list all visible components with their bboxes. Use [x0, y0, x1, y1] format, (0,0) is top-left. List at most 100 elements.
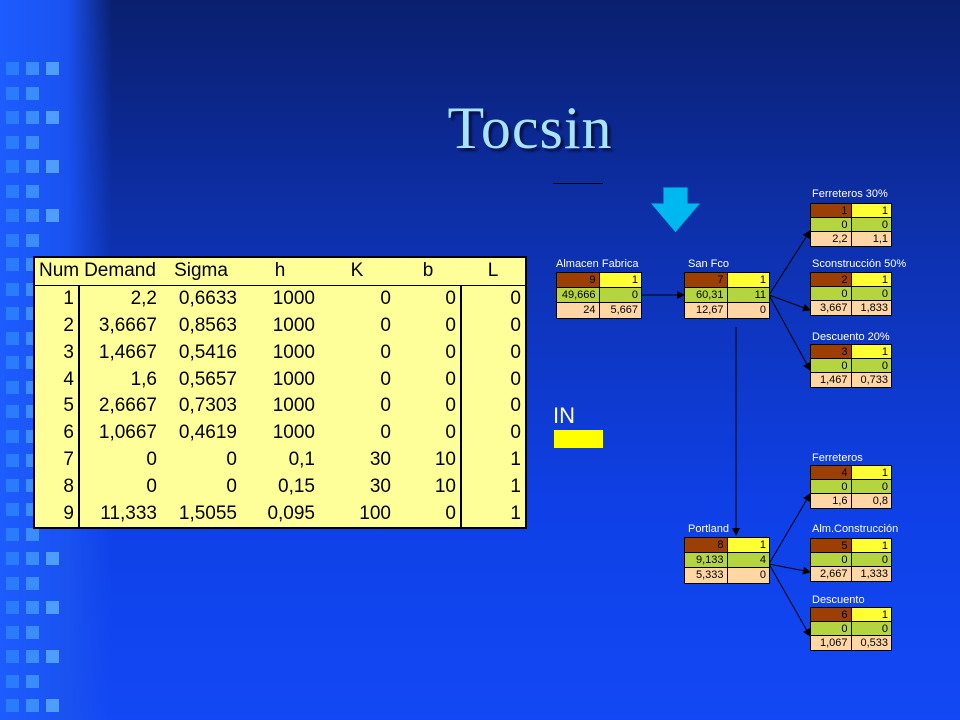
table-cell: 0	[460, 419, 525, 447]
table-cell: 0	[380, 288, 391, 310]
table-cell: 0	[380, 395, 391, 417]
decor-square	[6, 62, 19, 75]
header-h: h	[241, 258, 319, 286]
table-cell: 2	[35, 312, 80, 340]
node-cell: 4	[726, 553, 769, 567]
table-cell: 0	[380, 368, 391, 390]
table-cell: 1000	[272, 395, 315, 417]
node-cell: 1	[726, 538, 769, 552]
decor-square	[26, 160, 39, 173]
node-cell: 1	[811, 204, 851, 217]
node-cell: 5	[811, 539, 851, 552]
table-cell: 1	[460, 500, 525, 527]
table-cell: 1000	[272, 288, 315, 310]
node-cell: 0	[811, 622, 851, 635]
table-cell: 2,2	[130, 288, 157, 310]
table-cell: 0	[380, 422, 391, 444]
node-cell: 8	[685, 538, 727, 552]
decor-square	[6, 258, 19, 271]
table-cell: 0	[445, 341, 456, 363]
decor-square	[6, 429, 19, 443]
decor-square	[6, 552, 19, 565]
decor-square	[26, 209, 39, 222]
decor-square	[6, 307, 19, 320]
node-cell: 1	[850, 608, 891, 621]
decor-square	[26, 62, 39, 75]
table-cell: 3,6667	[98, 315, 157, 337]
decor-square	[6, 454, 19, 467]
decor-square	[6, 576, 19, 590]
node-cell: 1	[850, 273, 891, 286]
table-cell: 1	[460, 446, 525, 474]
decor-square	[6, 209, 19, 222]
decor-square	[46, 209, 59, 222]
table-cell: 0	[445, 368, 456, 390]
node-cell: 1	[850, 539, 891, 552]
decor-square	[6, 650, 19, 663]
table-cell: 1,4667	[98, 341, 157, 363]
node-cell: 2	[811, 273, 851, 286]
table-cell: 0	[460, 339, 525, 367]
node-label-almcons: Alm.Construcción	[812, 523, 899, 535]
decor-square	[6, 699, 19, 712]
decor-square	[26, 576, 39, 590]
link-portland-ferr	[768, 493, 811, 565]
node-cell: 1,6	[811, 494, 851, 508]
node-cell: 11	[726, 288, 769, 302]
node-cell: 1,833	[850, 301, 891, 315]
table-cell: 11,333	[100, 502, 157, 524]
node-cell: 0	[598, 288, 641, 302]
table-cell: 1000	[272, 422, 315, 444]
decor-square	[46, 160, 59, 173]
node-cell: 12,67	[685, 303, 727, 318]
decor-square	[26, 233, 39, 247]
node-label-ferr30: Ferreteros 30%	[812, 188, 888, 200]
legend-in-label: IN	[553, 403, 575, 428]
table-cell: 0	[380, 315, 391, 337]
decor-square	[6, 282, 19, 296]
table-cell: 0,8563	[178, 315, 237, 337]
decor-square	[26, 111, 39, 124]
decor-square	[6, 160, 19, 173]
node-cell: 0,8	[850, 494, 891, 508]
table-cell: 1	[460, 473, 525, 501]
node-cell: 1,067	[811, 636, 851, 650]
node-label-portland: Portland	[688, 523, 729, 535]
decor-square	[26, 625, 39, 639]
node-label-scons50: Sconstrucción 50%	[812, 258, 907, 270]
decor-square	[26, 601, 39, 614]
table-cell: 0	[226, 448, 237, 470]
decor-square	[6, 111, 19, 124]
node-cell: 0	[811, 218, 851, 231]
decor-square	[26, 527, 39, 541]
node-cell: 3	[811, 345, 851, 358]
node-cell: 9,133	[685, 553, 727, 567]
table-cell: 5	[35, 393, 80, 420]
table-cell: 6	[35, 419, 80, 447]
table-cell: 0	[380, 341, 391, 363]
node-cell: 0	[850, 287, 891, 300]
node-cell: 0	[811, 480, 851, 493]
node-cell: 0	[811, 553, 851, 566]
table-cell: 0	[460, 285, 525, 313]
node-label-desc: Descuento	[812, 594, 865, 606]
table-cell: 9	[35, 500, 80, 527]
table-cell: 1,6	[130, 368, 157, 390]
